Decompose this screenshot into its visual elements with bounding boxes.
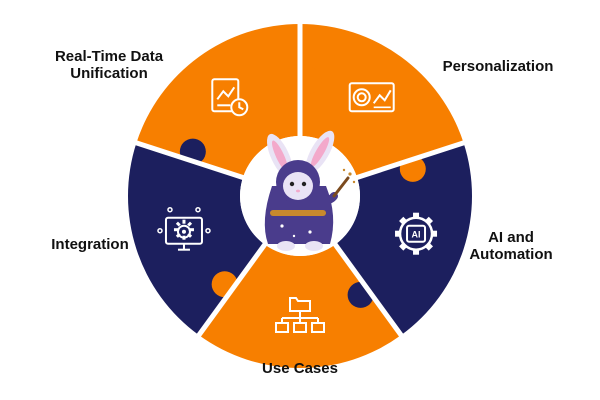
- label-line: Use Cases: [262, 360, 338, 377]
- bunny-wizard-mascot-icon: [264, 130, 356, 251]
- label-line: Unification: [70, 65, 148, 82]
- target-chart-icon: [348, 82, 395, 113]
- segment-divider: [354, 139, 467, 181]
- segment-gaps: [133, 22, 467, 339]
- puzzle-knob: [296, 67, 323, 94]
- label-line: Automation: [469, 246, 553, 263]
- segment-divider: [332, 241, 405, 339]
- center-hub: [240, 130, 360, 256]
- segment-use-cases: [198, 244, 402, 368]
- label-personalization: Personalization: [438, 58, 558, 75]
- label-line: Personalization: [442, 58, 554, 75]
- label-integration: Integration: [42, 236, 138, 253]
- segment-personalization: [300, 24, 464, 178]
- monitor-gear-icon: [157, 206, 211, 251]
- chart-clock-icon: [211, 78, 249, 117]
- segment-divider: [133, 139, 246, 181]
- label-line: AI and: [488, 229, 534, 246]
- svg-text:AI: AI: [412, 230, 421, 240]
- label-use-cases: Use Cases: [250, 360, 350, 377]
- segment-real-time-data-unification: [136, 24, 300, 178]
- label-line: Integration: [51, 236, 129, 253]
- label-real-time-data-unification: Real-Time Data Unification: [40, 48, 178, 82]
- folder-hierarchy-icon: [275, 297, 325, 333]
- label-ai-and-automation: AI and Automation: [462, 229, 560, 263]
- label-line: Real-Time Data: [54, 48, 164, 65]
- segments-layer: [128, 24, 473, 368]
- segment-divider: [195, 241, 268, 339]
